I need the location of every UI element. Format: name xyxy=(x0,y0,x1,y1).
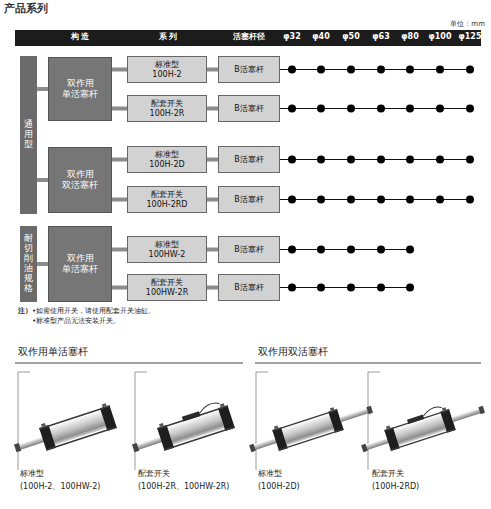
header-cell: φ125 xyxy=(459,32,482,42)
series-box: 配套开关100HW-2R xyxy=(127,274,207,301)
note-mark: 注） xyxy=(18,307,32,315)
box-label: 双作用 单活塞杆 xyxy=(53,78,107,99)
box-label: B活塞杆 xyxy=(234,283,264,293)
connector xyxy=(207,286,218,290)
structure-box: 双作用 双活塞杆 xyxy=(48,147,112,213)
structure-box: 双作用 单活塞杆 xyxy=(48,57,112,121)
rod-box: B活塞杆 xyxy=(218,56,280,83)
header-cell: φ32 xyxy=(283,32,300,42)
box-label: B活塞杆 xyxy=(234,245,264,255)
box-label: 配套开关 xyxy=(151,278,183,288)
connector xyxy=(207,68,218,72)
header-cell: φ63 xyxy=(372,32,389,42)
image-caption: (100H-2RD) xyxy=(372,482,419,492)
page-title: 产品系列 xyxy=(4,2,48,15)
connector xyxy=(37,87,48,91)
rod-box: B活塞杆 xyxy=(218,95,280,122)
section-heading: 双作用双活塞杆 xyxy=(258,346,328,358)
box-label: B活塞杆 xyxy=(234,104,264,114)
image-caption: 配套开关 xyxy=(138,469,170,479)
connector xyxy=(112,158,127,162)
category-band: 通用型 xyxy=(20,56,37,214)
connector xyxy=(112,107,127,111)
rod-box: B活塞杆 xyxy=(218,274,280,301)
header-cell: 系 列 xyxy=(159,32,178,42)
box-label: 双作用 单活塞杆 xyxy=(53,253,107,274)
box-label: 配套开关 xyxy=(151,99,183,109)
category-band: 耐切削油规格 xyxy=(20,226,37,302)
rod-box: B活塞杆 xyxy=(218,236,280,263)
header-cell: φ80 xyxy=(401,32,418,42)
structure-box: 双作用 单活塞杆 xyxy=(48,226,112,302)
box-label: 100H-2D xyxy=(149,160,184,170)
box-label: 100HW-2R xyxy=(146,288,188,298)
box-label: B活塞杆 xyxy=(234,155,264,165)
connector xyxy=(112,248,127,252)
box-label: 100H-2R xyxy=(150,109,185,119)
connector xyxy=(207,158,218,162)
series-box: 标准型100H-2D xyxy=(127,146,207,173)
connector xyxy=(37,178,48,182)
connector xyxy=(207,198,218,202)
section-heading: 双作用单活塞杆 xyxy=(18,346,88,358)
series-box: 标准型100H-2 xyxy=(127,56,207,83)
unit-note: 单位：mm xyxy=(450,20,485,28)
header-cell: 活塞杆径 xyxy=(233,32,265,42)
box-label: 标准型 xyxy=(155,240,179,250)
box-label: 标准型 xyxy=(155,150,179,160)
image-caption: 标准型 xyxy=(258,469,282,479)
connector xyxy=(207,248,218,252)
header-cell: φ100 xyxy=(429,32,452,42)
box-label: 双作用 双活塞杆 xyxy=(53,169,107,190)
header-cell: 构 造 xyxy=(71,32,90,42)
connector xyxy=(112,198,127,202)
note-text: •如需使用开关，请使用配套开关油缸。 xyxy=(32,307,155,315)
connector xyxy=(207,107,218,111)
rod-box: B活塞杆 xyxy=(218,146,280,173)
vertical-label: 通用型 xyxy=(24,120,33,150)
box-label: B活塞杆 xyxy=(234,65,264,75)
series-box: 配套开关100H-2RD xyxy=(127,186,207,213)
connector xyxy=(37,262,48,266)
series-box: 标准型100HW-2 xyxy=(127,236,207,263)
rod-box: B活塞杆 xyxy=(218,186,280,213)
box-label: 100HW-2 xyxy=(149,250,186,260)
image-caption: 标准型 xyxy=(20,469,44,479)
header-cell: φ50 xyxy=(342,32,359,42)
header-cell: φ40 xyxy=(312,32,329,42)
connector xyxy=(112,68,127,72)
image-caption: (100H-2、100HW-2) xyxy=(20,482,100,492)
box-label: 标准型 xyxy=(155,60,179,70)
image-caption: (100H-2D) xyxy=(258,482,300,492)
connector xyxy=(112,286,127,290)
vertical-label: 耐切削油规格 xyxy=(24,234,33,293)
series-box: 配套开关100H-2R xyxy=(127,95,207,122)
note-text: •标准型产品无法安装开关。 xyxy=(32,317,120,325)
image-caption: 配套开关 xyxy=(372,469,404,479)
image-caption: (100H-2R、100HW-2R) xyxy=(138,482,229,492)
box-label: 100H-2 xyxy=(152,70,181,80)
box-label: 配套开关 xyxy=(151,190,183,200)
box-label: B活塞杆 xyxy=(234,195,264,205)
box-label: 100H-2RD xyxy=(147,200,188,210)
